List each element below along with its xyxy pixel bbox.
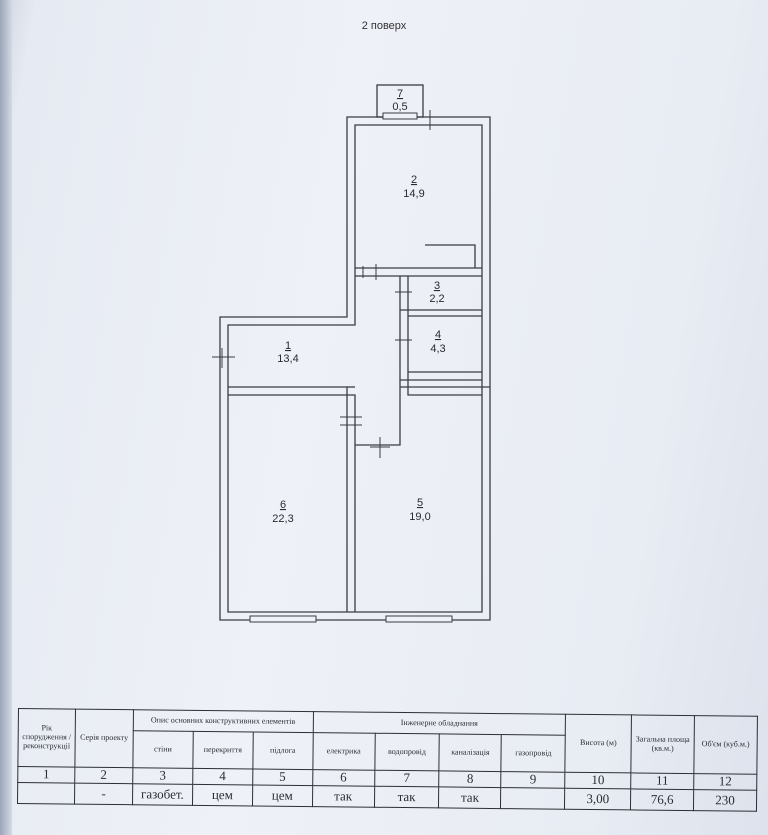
specs-table: Рік спорудження / реконструкції Серія пр… [17,708,758,812]
header-height: Висота (м) [565,714,632,773]
room-number: 6 [280,499,286,511]
header-structural: Опис основних конструктивних елементів [133,709,314,733]
room-area: 14,9 [403,188,424,200]
room-number: 3 [434,280,440,292]
value-floor: цем [252,784,313,807]
page-title: 2 поверх [361,20,407,32]
col-number: 12 [693,773,757,791]
value-water: так [374,786,440,808]
value-series: - [74,783,133,805]
room-number: 4 [435,329,441,341]
room-area: 19,0 [409,511,430,523]
outer-wall [219,116,491,621]
value-walls: газобет. [132,783,193,806]
header-electric: електрика [312,732,375,771]
header-volume: Об'єм (куб.м.) [693,715,758,775]
room-area: 13,4 [277,353,298,365]
window [382,112,418,120]
header-sewer: каналізація [439,733,502,772]
room-number: 2 [411,174,417,186]
header-engineering: Інженерне обладнання [312,711,566,736]
value-floors-ceiling: цем [192,784,253,806]
room-number: 1 [285,340,291,352]
col-number: 1 [17,766,75,784]
col-number: 5 [252,768,313,786]
header-total-area: Загальна площа (кв.м.) [630,714,695,774]
col-number: 11 [630,772,694,790]
header-year: Рік спорудження / реконструкції [17,708,76,768]
header-gas: газопровід [501,734,566,773]
value-volume: 230 [693,789,757,812]
inner-wall [227,124,483,613]
value-gas [500,787,565,810]
col-number: 4 [192,768,253,785]
window [385,615,453,623]
room-number: 5 [417,497,423,509]
value-total-area: 76,6 [630,788,694,811]
header-floors-ceiling: перекриття [192,731,253,769]
room-area: 0,5 [392,101,407,113]
value-year [17,782,75,805]
header-walls: стіни [132,730,194,769]
value-electric: так [312,785,375,808]
window [249,615,317,623]
header-floor: підлога [252,731,313,770]
col-number: 7 [374,770,440,787]
room-number: 7 [397,88,403,100]
value-sewer: так [438,786,502,809]
col-number: 8 [439,770,502,788]
col-number: 2 [74,767,133,784]
header-water: водопровід [374,733,440,771]
room-area: 2,2 [429,293,444,305]
col-number: 9 [501,771,566,789]
value-height: 3,00 [564,788,631,810]
col-number: 6 [312,769,375,787]
header-series: Серія проекту [74,709,134,768]
room-area: 22,3 [272,513,293,525]
floor-plan: 7 0,5 2 14,9 3 2,2 1 13,4 4 4,3 6 22,3 5… [212,84,491,623]
col-number: 10 [564,772,631,789]
page-edge-shadow [0,0,12,835]
room-area: 4,3 [430,343,445,355]
col-number: 3 [132,767,193,785]
